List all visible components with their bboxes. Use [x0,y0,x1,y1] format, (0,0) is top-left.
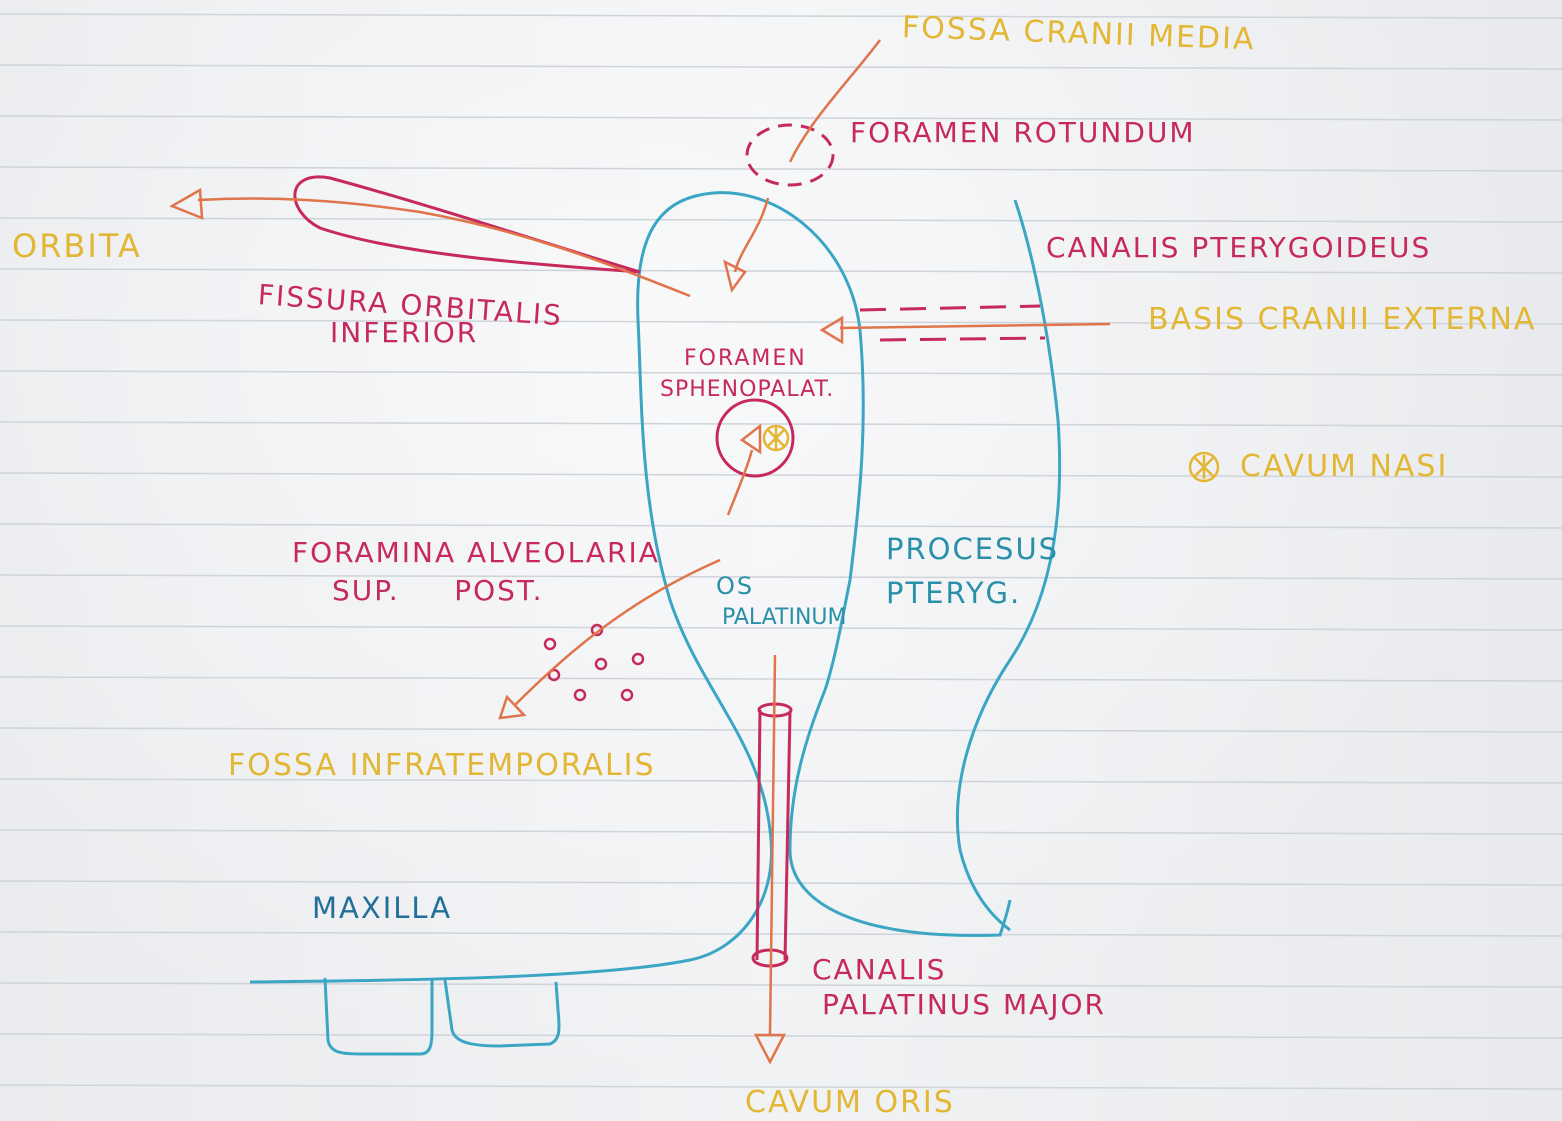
ruled-line [0,677,1562,681]
canalis-pterygoideus-lower [880,338,1045,340]
label-os-palatinum-line2: PALATINUM [722,606,846,629]
label-processus-line1: PROCESUS [886,534,1059,564]
arrow-to-cavum-nasi [728,450,752,515]
maxilla-tooth-1 [325,978,432,1054]
arrow-head-orbita [172,190,202,218]
ruled-line [0,983,1562,987]
arrow-to-fossa-infratemporalis [515,560,720,705]
label-fissura-orbitalis-line2: INFERIOR [330,318,478,347]
ruled-line [0,167,1562,171]
label-foramen-sphenopalatinum-line2: SPHENOPALAT. [660,378,834,401]
label-canalis-pterygoideus: CANALIS PTERYGOIDEUS [1046,233,1431,262]
label-cavum-oris: CAVUM ORIS [745,1087,955,1119]
label-fossa-infratemporalis: FOSSA INFRATEMPORALIS [228,750,656,782]
ruled-line [0,371,1562,375]
label-foramen-rotundum: FORAMEN ROTUNDUM [850,118,1196,147]
label-os-palatinum-line1: OS [716,574,754,599]
arrow-head-cavum-nasi [742,426,760,452]
ruled-line [0,575,1562,579]
ruled-line [0,65,1562,69]
arrow-head-cavum-oris [756,1035,784,1062]
label-canalis-palatinus-line2: PALATINUS MAJOR [822,990,1106,1019]
label-basis-cranii-externa: BASIS CRANII EXTERNA [1148,304,1536,336]
arrow-from-basis-cranii [840,324,1110,328]
ruled-line [0,269,1562,273]
foramen-sphenopalatinum-mark [717,400,793,476]
ruled-line [0,932,1562,936]
label-processus-line2: PTERYG. [886,578,1021,608]
cavum-nasi-marker-in-diagram [764,426,788,450]
foramen-rotundum-mark [747,125,833,185]
label-orbita: ORBITA [12,230,142,264]
arrow-head-fossa [725,262,745,290]
ruled-line [0,524,1562,528]
ruled-line [0,14,1562,18]
label-foramina-alveolaria-line2: SUP. POST. [332,576,544,605]
label-foramina-alveolaria-line1: FORAMINA ALVEOLARIA [292,538,660,567]
arrow-to-fossa [735,198,768,272]
canalis-pterygoideus-upper [860,306,1040,310]
ruled-line [0,881,1562,885]
label-canalis-palatinus-line1: CANALIS [812,955,946,984]
label-cavum-nasi: CAVUM NASI [1240,451,1448,483]
label-foramen-sphenopalatinum-line1: FORAMEN [684,347,807,370]
ruled-lines [0,14,1562,1089]
ruled-line [0,830,1562,834]
cavum-nasi-legend-marker [1190,453,1218,481]
ruled-line [0,422,1562,426]
ruled-line [0,728,1562,732]
label-maxilla: MAXILLA [312,893,452,923]
ruled-line [0,218,1562,222]
ruled-line [0,116,1562,120]
